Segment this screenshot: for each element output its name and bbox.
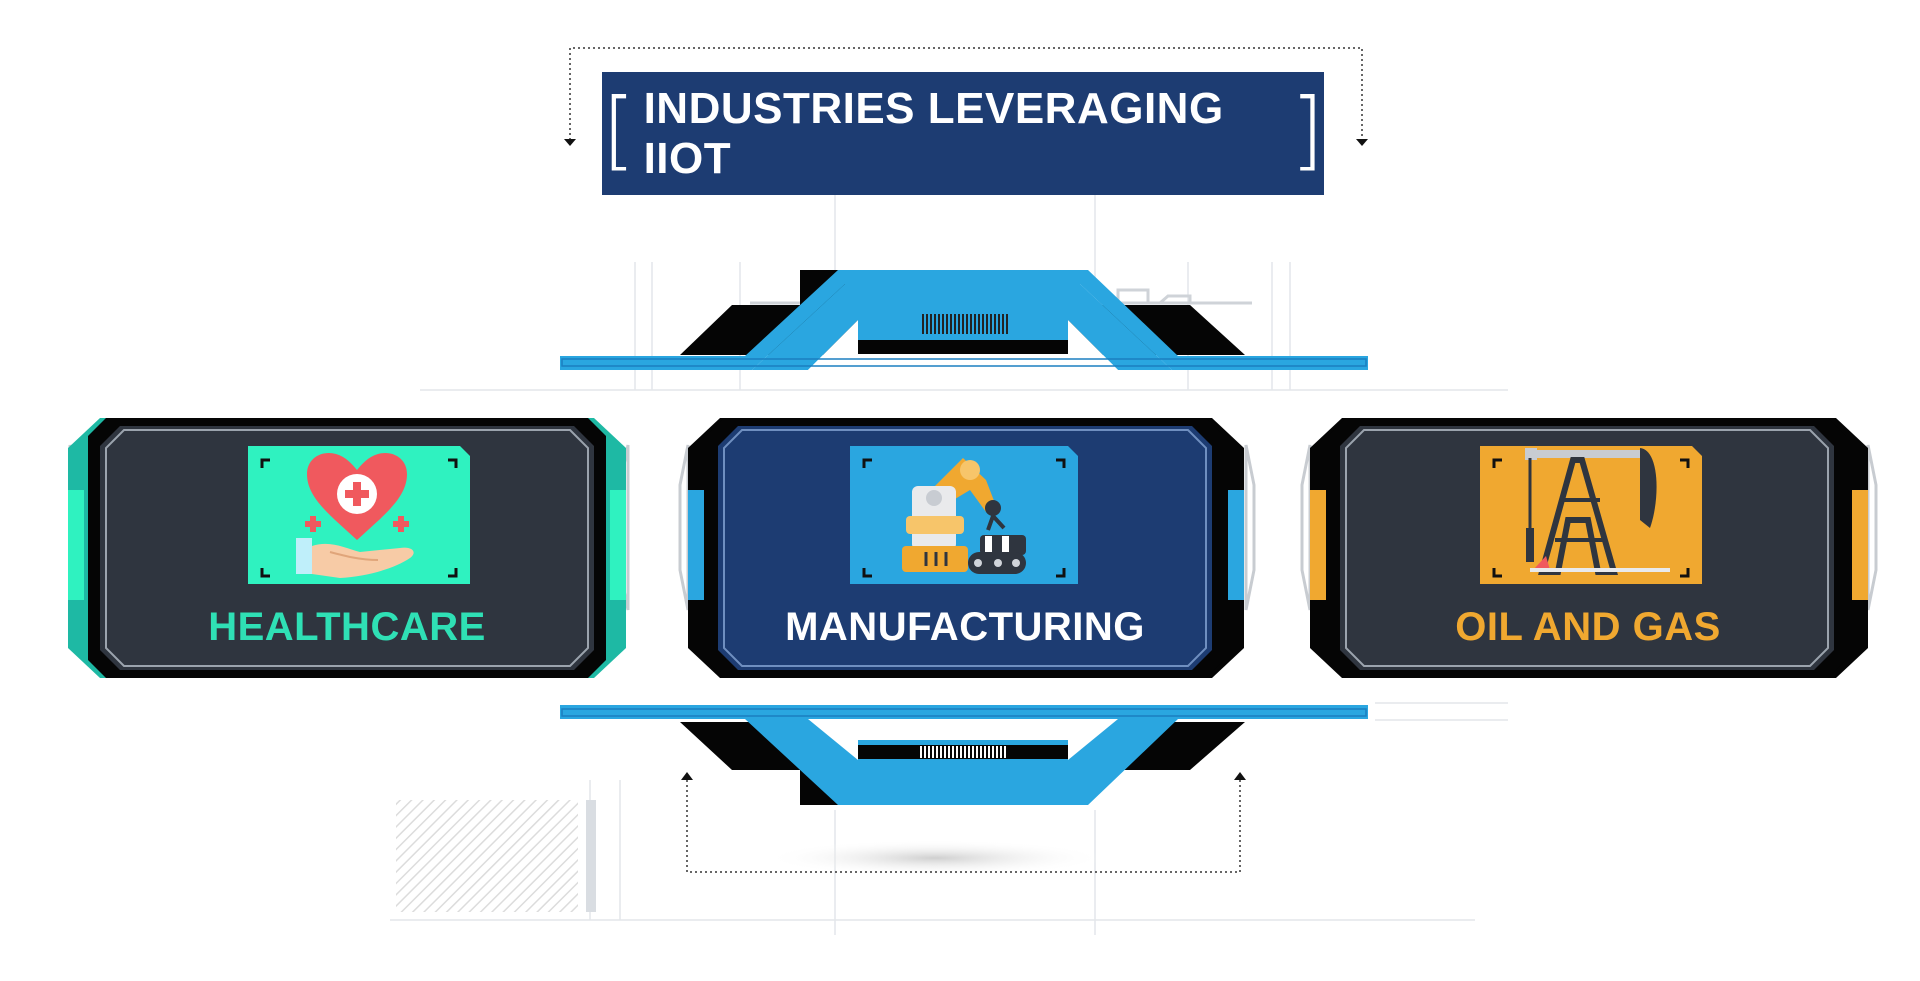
page-title: INDUSTRIES LEVERAGING IIOT <box>643 83 1224 183</box>
oil-and-gas-card <box>1300 418 1878 678</box>
right-bracket: ] <box>1290 79 1324 180</box>
arrow-up-left-icon <box>681 772 693 780</box>
healthcare-hand-heart-icon <box>248 446 470 584</box>
soft-shadow <box>765 840 1105 876</box>
oil-and-gas-label: OIL AND GAS <box>1455 605 1721 649</box>
healthcare-card <box>68 418 630 678</box>
left-bracket: [ <box>602 79 636 180</box>
manufacturing-label: MANUFACTURING <box>785 605 1145 649</box>
manufacturing-card <box>678 418 1256 678</box>
bottom-dotted-connector <box>686 780 1241 873</box>
top-connector <box>560 270 1368 370</box>
arrow-down-left-icon <box>564 139 576 146</box>
title-banner: [ INDUSTRIES LEVERAGING IIOT ] <box>602 72 1324 195</box>
hatched-panel <box>396 800 578 912</box>
arrow-up-right-icon <box>1234 772 1246 780</box>
bottom-connector <box>560 705 1368 805</box>
healthcare-label: HEALTHCARE <box>208 605 486 649</box>
top-dotted-connector <box>569 47 1363 140</box>
robotic-arm-icon <box>850 446 1078 584</box>
gray-bar <box>586 800 596 912</box>
arrow-down-right-icon <box>1356 139 1368 146</box>
oil-pump-jack-icon <box>1480 446 1702 584</box>
